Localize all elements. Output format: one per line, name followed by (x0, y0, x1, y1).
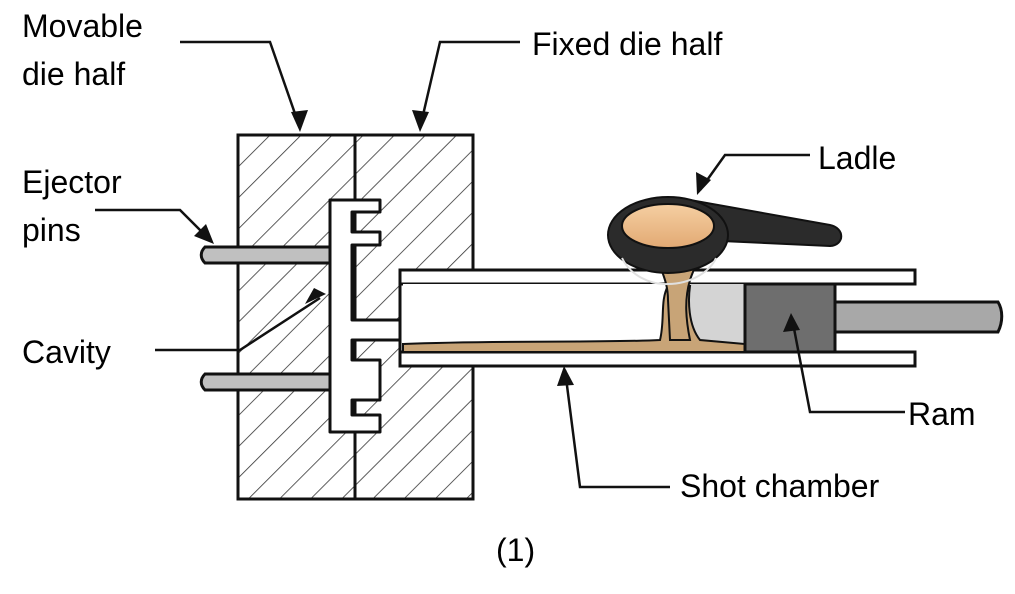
fixed-leader (418, 40, 520, 129)
figure-number: (1) (496, 532, 536, 568)
label-movable-line1: Movable (22, 8, 143, 44)
ejector-leader (95, 208, 211, 241)
shot-leader (563, 369, 670, 489)
label-shot-chamber: Shot chamber (680, 468, 880, 504)
label-ram: Ram (908, 396, 976, 432)
label-cavity: Cavity (22, 334, 111, 370)
label-ejector-line2: pins (22, 212, 81, 248)
ladle (607, 196, 843, 286)
label-ladle: Ladle (818, 140, 897, 176)
movable-leader (180, 40, 302, 129)
cavity-leader (155, 296, 321, 352)
label-ejector-line1: Ejector (22, 164, 122, 200)
label-movable-line2: die half (22, 56, 126, 92)
ejector-pin-upper (199, 245, 332, 265)
ram-rod (833, 300, 1004, 334)
leader-lines (95, 40, 905, 489)
ladle-leader (698, 153, 810, 191)
label-fixed-die-half: Fixed die half (532, 26, 723, 62)
ram-leader (790, 317, 905, 414)
ejector-pin-lower (199, 372, 332, 392)
arrowheads (194, 110, 800, 386)
